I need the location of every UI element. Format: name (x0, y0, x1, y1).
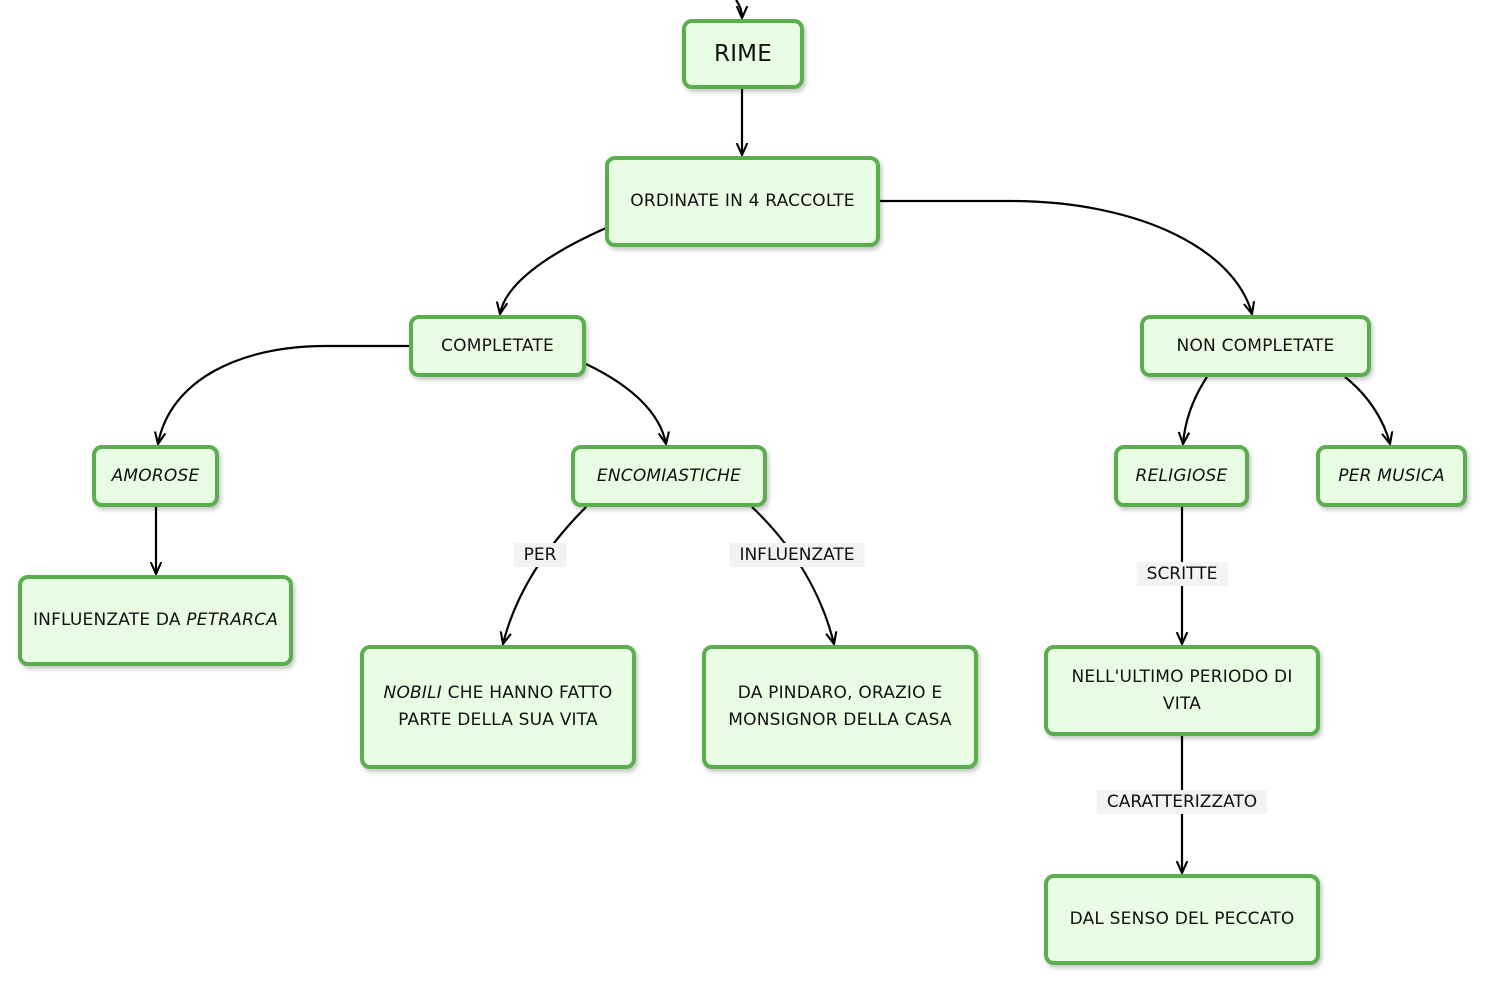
node-nobili[interactable]: NOBILI CHE HANNO FATTO PARTE DELLA SUA VI… (360, 645, 636, 769)
node-senso-del-peccato[interactable]: DAL SENSO DEL PECCATO (1044, 874, 1320, 965)
ultimo-line1: NELL'ULTIMO PERIODO DI (1071, 666, 1293, 687)
edge-completate-amorose (158, 344, 409, 444)
pindaro-line1: DA PINDARO, ORAZIO E (737, 683, 943, 703)
edge-ordinate-completate (500, 226, 607, 314)
edge-label-caratterizzato: CARATTERIZZATO (1096, 790, 1268, 814)
node-ordinate-in-4-raccolte[interactable]: ORDINATE IN 4 RACCOLTE (605, 156, 880, 247)
node-completate[interactable]: COMPLETATE (409, 315, 586, 377)
edge-incoming-rime (735, 0, 742, 18)
pindaro-line2: MONSIGNOR DELLA CASA (728, 710, 952, 730)
edge-ordinate-noncompletate (880, 199, 1252, 314)
nobili-line1: CHE HANNO FATTO (442, 683, 613, 703)
edge-encomiastiche-nobili (503, 506, 587, 644)
edge-label-per: PER (513, 543, 567, 567)
node-religiose[interactable]: RELIGIOSE (1114, 445, 1249, 507)
petrarca-emphasis: PETRARCA (186, 610, 279, 630)
node-ultimo-periodo-di-vita[interactable]: NELL'ULTIMO PERIODO DI VITA (1044, 645, 1320, 736)
petrarca-prefix: INFLUENZATE DA (32, 610, 187, 630)
edge-encomiastiche-pindaro (751, 506, 834, 644)
nobili-line2: PARTE DELLA SUA VITA (398, 710, 598, 730)
edge-label-influenzate: INFLUENZATE (729, 543, 865, 567)
edge-noncompletate-permusica (1344, 376, 1390, 444)
node-non-completate[interactable]: NON COMPLETATE (1140, 315, 1371, 377)
node-rime[interactable]: RIME (682, 19, 804, 89)
ultimo-line2: VITA (1162, 693, 1202, 714)
node-amorose[interactable]: AMOROSE (92, 445, 219, 507)
edge-noncompletate-religiose (1183, 376, 1208, 444)
edge-label-scritte: SCRITTE (1136, 562, 1228, 586)
node-pindaro-orazio[interactable]: DA PINDARO, ORAZIO E MONSIGNOR DELLA CASA (702, 645, 978, 769)
node-influenzate-da-petrarca[interactable]: INFLUENZATE DA PETRARCA (18, 575, 293, 666)
edge-completate-encomiastiche (585, 363, 666, 444)
node-per-musica[interactable]: PER MUSICA (1316, 445, 1467, 507)
node-encomiastiche[interactable]: ENCOMIASTICHE (571, 445, 767, 507)
nobili-emphasis: NOBILI (383, 683, 443, 703)
